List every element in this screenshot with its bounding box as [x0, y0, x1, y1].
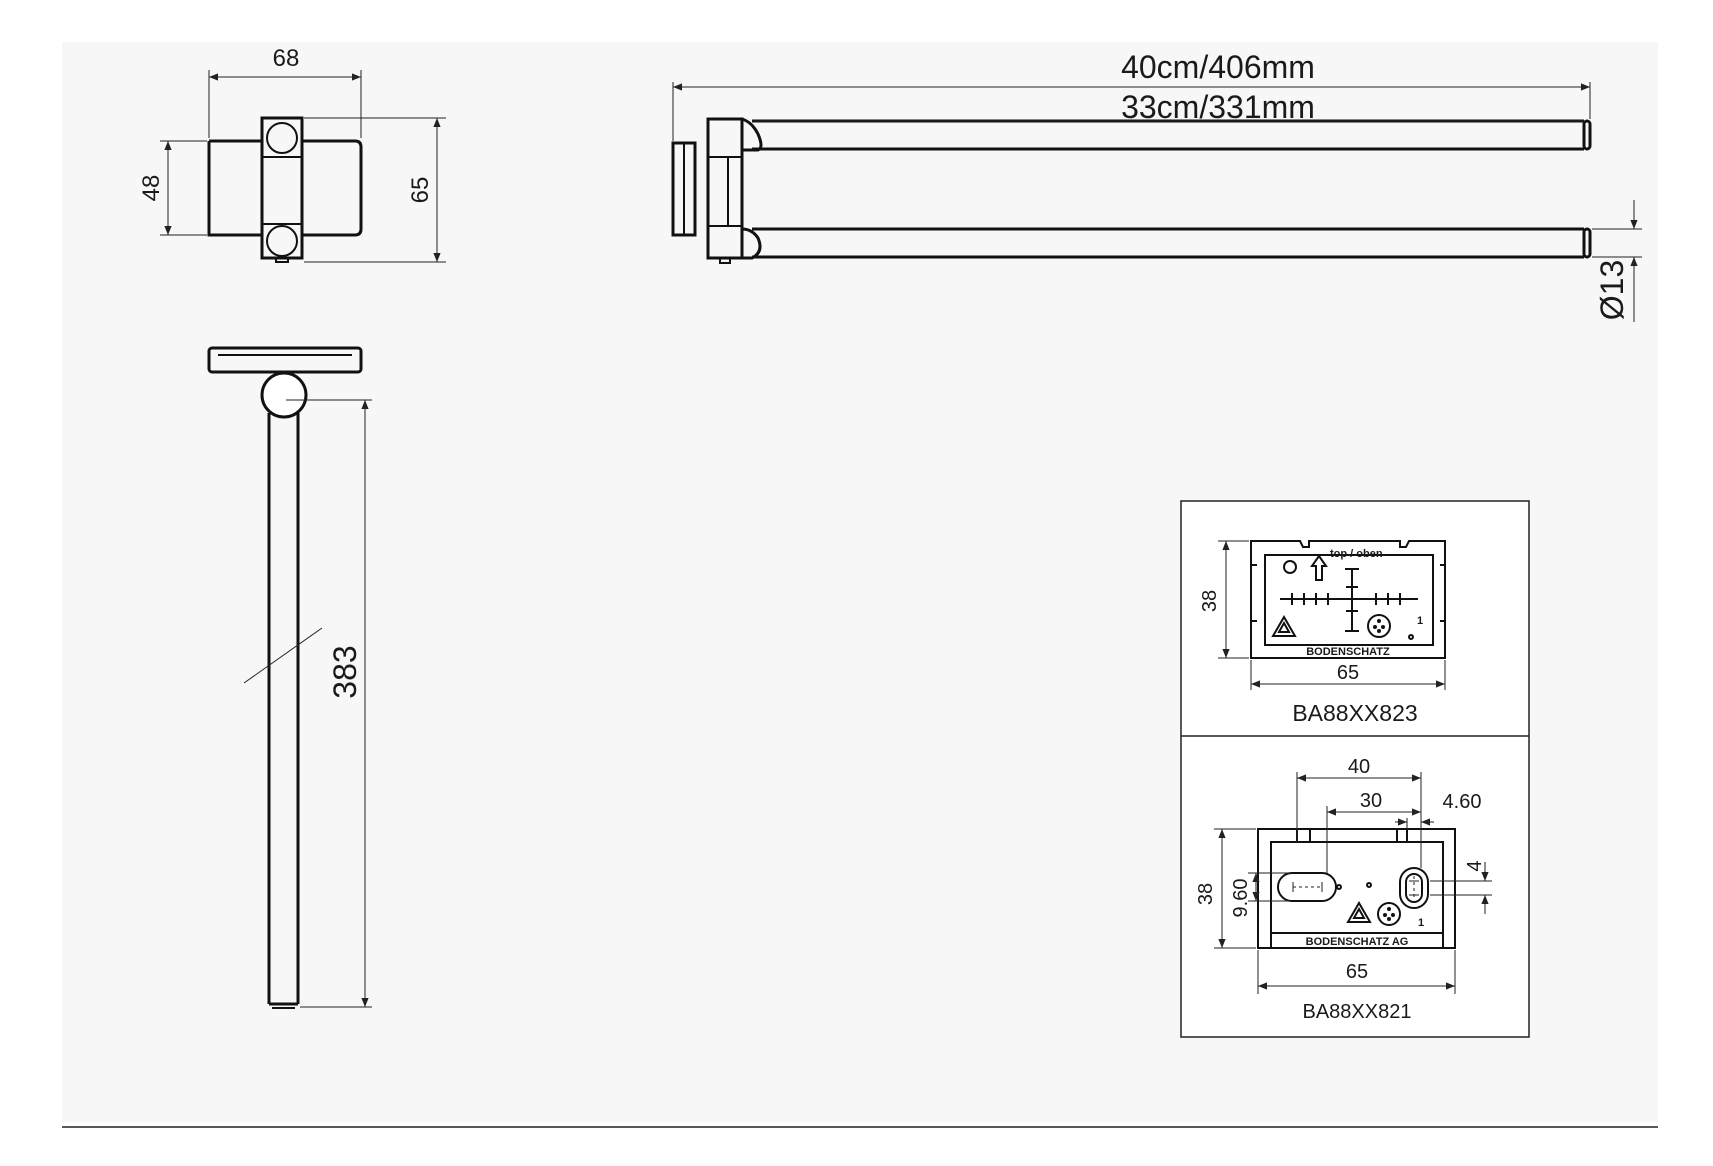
detail-821-marker: 1	[1418, 917, 1424, 929]
dim-bar-length: 33cm/331mm	[1121, 89, 1315, 125]
detail-821-dim-width: 65	[1346, 961, 1368, 983]
detail-821-dim-30: 30	[1360, 790, 1382, 812]
detail-821-dim-height: 38	[1195, 883, 1217, 905]
detail-821-dim-460: 4.60	[1443, 791, 1482, 813]
detail-821-dim-4: 4	[1464, 860, 1486, 871]
dim-overall-length: 40cm/406mm	[1121, 49, 1315, 85]
dim-bar-diameter: Ø13	[1594, 260, 1630, 320]
detail-823: top / oben 1 BODENSCHATZ 38	[1199, 540, 1446, 726]
detail-823-part-number: BA88XX823	[1292, 700, 1417, 726]
front-view: 40cm/406mm 33cm/331mm Ø13	[671, 49, 1642, 322]
dim-top-height-outer: 65	[407, 177, 434, 204]
dim-top-width: 68	[273, 45, 300, 72]
detail-821-dim-40: 40	[1348, 756, 1370, 778]
detail-823-brand: BODENSCHATZ	[1306, 646, 1390, 658]
detail-821: 1 BODENSCHATZ AG 40 30 4.60 4 38 9.60	[1195, 756, 1492, 1023]
detail-821-dim-960: 9.60	[1230, 879, 1252, 918]
detail-821-part-number: BA88XX821	[1303, 1001, 1412, 1023]
side-view: 383	[207, 346, 372, 1009]
dim-arm-length: 383	[327, 645, 363, 698]
top-view: 68 48 65	[138, 45, 446, 263]
detail-823-dim-height: 38	[1199, 590, 1221, 612]
dim-top-height-inner: 48	[138, 175, 165, 202]
detail-823-marker: 1	[1417, 615, 1423, 627]
detail-821-brand: BODENSCHATZ AG	[1306, 936, 1409, 948]
detail-823-dim-width: 65	[1337, 662, 1359, 684]
detail-823-top-label: top / oben	[1330, 548, 1383, 560]
